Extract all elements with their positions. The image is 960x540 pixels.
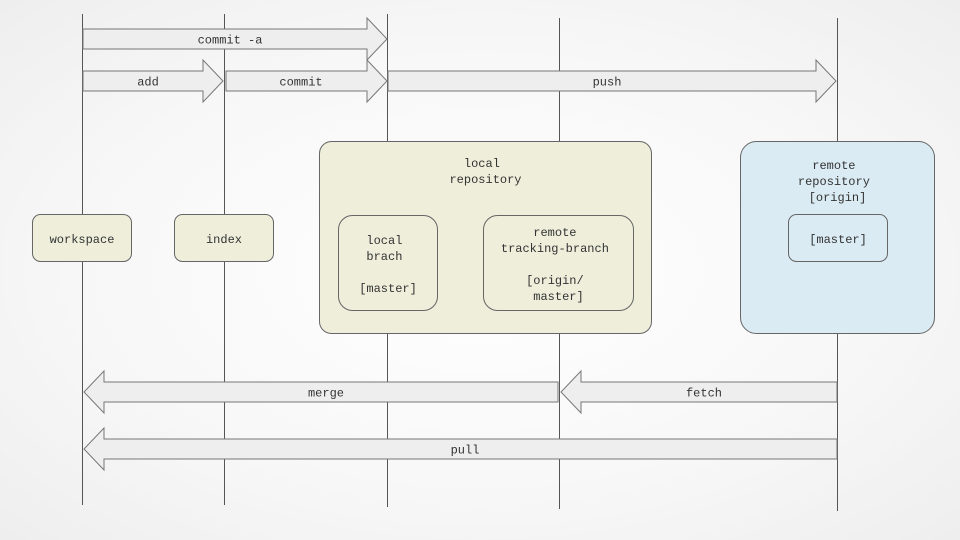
remote-tracking-branch-label: remote tracking-branch [origin/ master] bbox=[501, 226, 616, 304]
pull-label: pull bbox=[451, 444, 480, 458]
fetch-label: fetch bbox=[686, 387, 722, 401]
add-label: add bbox=[137, 76, 159, 90]
commit-a-label: commit -a bbox=[198, 34, 263, 48]
commit-label: commit bbox=[279, 76, 322, 90]
commit-a-arrow: commit -a bbox=[82, 16, 389, 62]
push-label: push bbox=[593, 76, 622, 90]
merge-label: merge bbox=[308, 387, 344, 401]
push-arrow: push bbox=[387, 58, 837, 104]
index-label: index bbox=[206, 233, 242, 247]
pull-arrow: pull bbox=[83, 426, 838, 472]
commit-arrow: commit bbox=[225, 58, 388, 104]
remote-master-node: [master] bbox=[788, 214, 888, 262]
merge-arrow: merge bbox=[83, 369, 559, 415]
fetch-arrow: fetch bbox=[560, 369, 838, 415]
index-node: index bbox=[174, 214, 274, 262]
local-branch-node: local brach [master] bbox=[338, 215, 438, 311]
workspace-node: workspace bbox=[32, 214, 132, 262]
local-repository-label: local repository bbox=[449, 157, 521, 187]
remote-master-label: [master] bbox=[809, 233, 867, 247]
workspace-label: workspace bbox=[50, 233, 115, 247]
remote-tracking-branch-node: remote tracking-branch [origin/ master] bbox=[483, 215, 634, 311]
add-arrow: add bbox=[82, 58, 224, 104]
local-branch-label: local brach [master] bbox=[359, 234, 417, 296]
remote-repository-label: remote repository [origin] bbox=[798, 159, 877, 205]
